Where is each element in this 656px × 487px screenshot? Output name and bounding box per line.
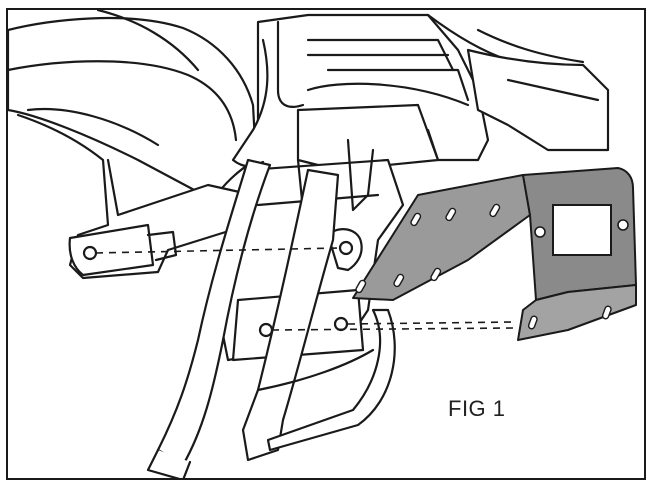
frame-rail-right (241, 168, 396, 462)
plate-hole-left-icon (258, 322, 274, 338)
frame-rail-left (146, 158, 272, 478)
plate-hole-right-icon (333, 316, 349, 332)
alignment-line-lower-right (347, 321, 514, 325)
figure-frame: FIG 1 (6, 8, 646, 480)
bracket-square-window (552, 204, 612, 256)
installation-diagram (8, 10, 637, 478)
arm-hole-icon (82, 245, 98, 261)
central-frame (231, 13, 585, 172)
figure-label: FIG 1 (448, 396, 506, 421)
alignment-lines (95, 247, 514, 331)
alignment-line-lower-left (271, 327, 514, 331)
upper-housing (8, 10, 258, 202)
frame-hole-icon (338, 240, 354, 256)
bracket-hole-right-icon (617, 219, 629, 231)
right-panel (466, 48, 610, 152)
bracket-hole-left-icon (534, 226, 546, 238)
bracket-slots (355, 203, 612, 330)
alignment-line-upper (95, 247, 341, 254)
bracket-lower-flange (517, 284, 637, 341)
mounting-bracket (352, 167, 637, 341)
